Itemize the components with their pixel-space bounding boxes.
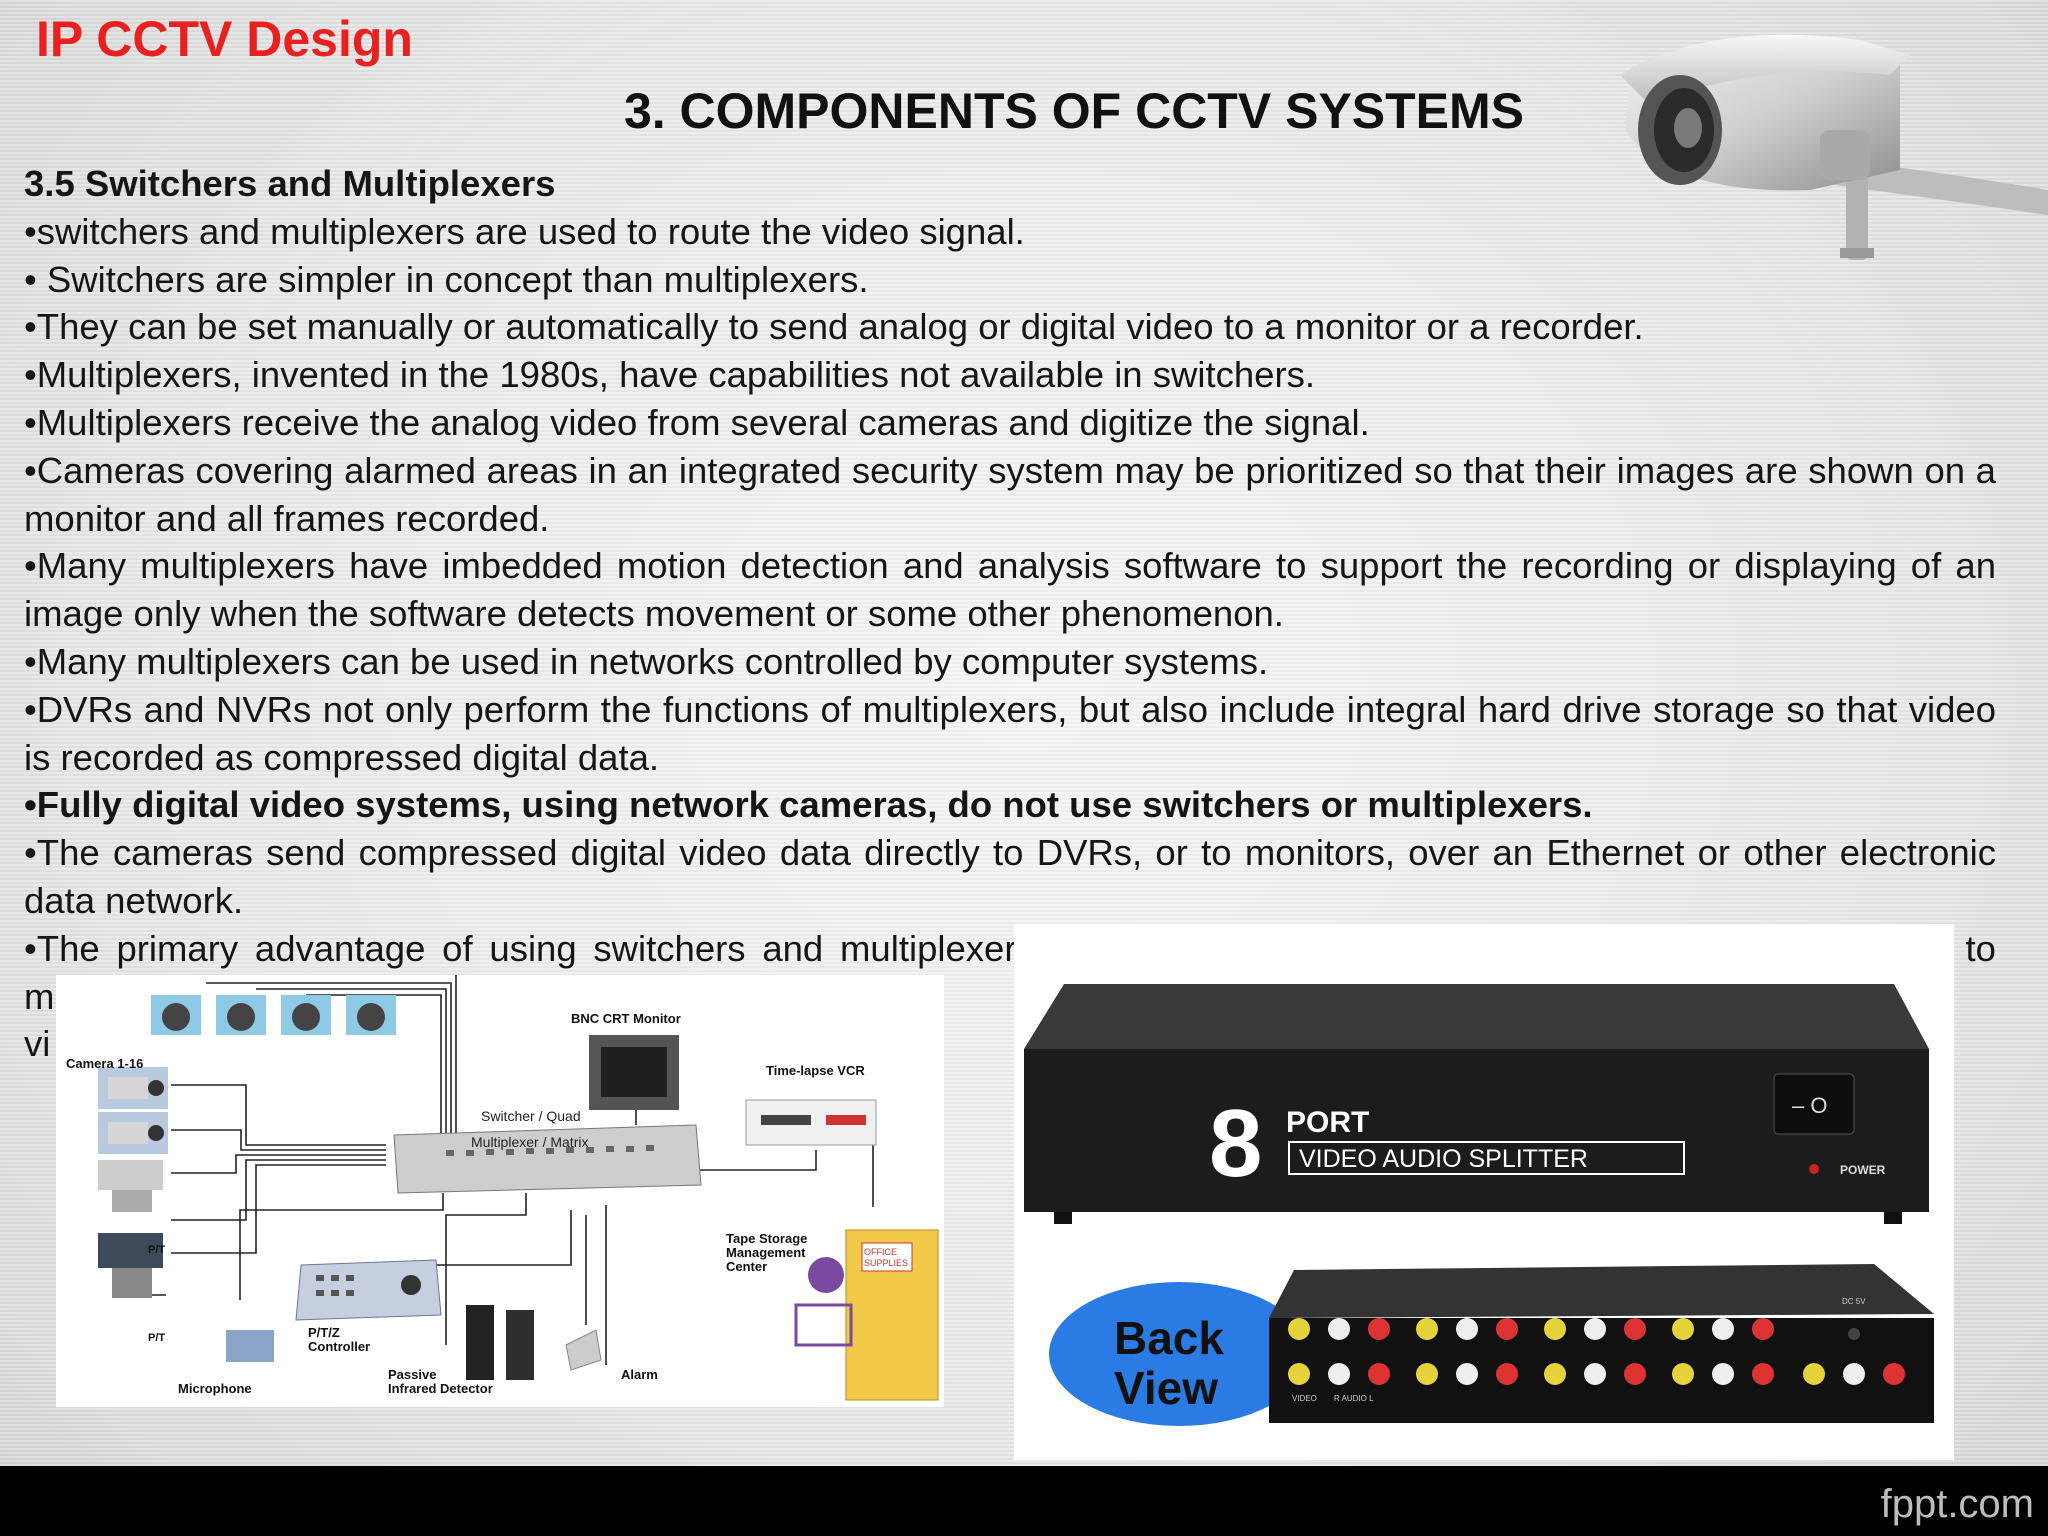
label-alarm: Alarm bbox=[621, 1367, 658, 1382]
switcher-device bbox=[393, 1124, 702, 1194]
back-label-1: Back bbox=[1114, 1312, 1224, 1364]
label-switcher-1: Switcher / Quad bbox=[481, 1108, 581, 1124]
section-heading: 3.5 Switchers and Multiplexers bbox=[24, 163, 556, 204]
label-camera: Camera 1-16 bbox=[66, 1056, 143, 1071]
bullet-item: •Many multiplexers can be used in networ… bbox=[24, 640, 1269, 682]
power-switch: – O bbox=[1792, 1093, 1827, 1118]
label-office-1: OFFICE bbox=[864, 1247, 897, 1257]
bullet-item: •Many multiplexers have imbedded motion … bbox=[24, 545, 1996, 635]
cctv-system-diagram: Camera 1-16 BNC CRT Monitor Time-lapse V… bbox=[56, 972, 944, 1407]
brand-title: IP CCTV Design bbox=[36, 11, 413, 67]
back-port-label-audio: R AUDIO L bbox=[1334, 1394, 1374, 1403]
back-label-2: View bbox=[1114, 1362, 1218, 1414]
alarm-siren-icon bbox=[565, 1329, 602, 1371]
bullet-item: •DVRs and NVRs not only perform the func… bbox=[24, 688, 1996, 778]
dome-cameras bbox=[151, 995, 396, 1035]
splitter-product-image: 8 PORT VIDEO AUDIO SPLITTER – O POWER Ba… bbox=[1014, 924, 1954, 1460]
port-number: 8 bbox=[1209, 1090, 1262, 1197]
footer-bar: fppt.com bbox=[0, 1466, 2048, 1536]
label-pir-1: Passive bbox=[388, 1367, 436, 1382]
slide: IP CCTV Design 3. COMPONENTS OF CCTV SYS… bbox=[0, 0, 2048, 1466]
footer-logo: fppt.com bbox=[1880, 1482, 2034, 1526]
bullet-item: •Multiplexers, invented in the 1980s, ha… bbox=[24, 354, 1315, 396]
bullet-item: •The cameras send compressed digital vid… bbox=[24, 832, 1996, 921]
bullet-item: • Switchers are simpler in concept than … bbox=[24, 258, 869, 300]
bullet-item: •Multiplexers receive the analog video f… bbox=[24, 401, 1370, 443]
label-ptz-1: P/T/Z bbox=[308, 1325, 340, 1340]
bullet-item: vi bbox=[24, 1023, 51, 1065]
pir-detector-icon bbox=[466, 1305, 494, 1380]
bullet-item: •They can be set manually or automatical… bbox=[24, 306, 1644, 348]
label-microphone: Microphone bbox=[178, 1381, 252, 1396]
slide-body: 3.5 Switchers and Multiplexers •switcher… bbox=[24, 160, 1996, 1068]
label-pt-2: P/T bbox=[148, 1332, 165, 1344]
product-name: VIDEO AUDIO SPLITTER bbox=[1299, 1145, 1588, 1173]
rca-ports bbox=[1288, 1318, 1905, 1385]
port-word: PORT bbox=[1286, 1106, 1369, 1139]
label-tape-2: Management bbox=[726, 1245, 806, 1260]
power-label: POWER bbox=[1840, 1163, 1886, 1177]
back-port-label-video: VIDEO bbox=[1292, 1394, 1317, 1403]
back-view-badge bbox=[1049, 1282, 1309, 1426]
bullet-item: •switchers and multiplexers are used to … bbox=[24, 210, 1025, 252]
splitter-drawing: 8 PORT VIDEO AUDIO SPLITTER – O POWER Ba… bbox=[1024, 984, 1934, 1426]
crt-monitor bbox=[589, 1035, 679, 1110]
microphone-icon bbox=[226, 1330, 274, 1362]
tape-storage bbox=[794, 1229, 939, 1401]
vcr-device bbox=[745, 1099, 877, 1146]
label-pir-2: Infrared Detector bbox=[388, 1381, 493, 1396]
label-tape-1: Tape Storage bbox=[726, 1231, 807, 1246]
bullet-item-bold: •Fully digital video systems, using netw… bbox=[24, 784, 1593, 826]
dc-label: DC 5V bbox=[1842, 1297, 1866, 1306]
cctv-camera-icon bbox=[1620, 34, 2048, 260]
label-ptz-2: Controller bbox=[308, 1339, 370, 1354]
label-tape-3: Center bbox=[726, 1259, 767, 1274]
label-pt-1: P/T bbox=[148, 1244, 165, 1256]
label-vcr: Time-lapse VCR bbox=[766, 1063, 865, 1078]
label-switcher-2: Multiplexer / Matrix bbox=[471, 1134, 588, 1150]
label-office-2: SUPPLIES bbox=[864, 1258, 908, 1268]
slide-title: 3. COMPONENTS OF CCTV SYSTEMS bbox=[623, 83, 1525, 139]
diagram-drawing: Camera 1-16 BNC CRT Monitor Time-lapse V… bbox=[66, 972, 939, 1401]
bullet-item: •Cameras covering alarmed areas in an in… bbox=[24, 449, 1996, 539]
label-monitor: BNC CRT Monitor bbox=[571, 1011, 681, 1026]
ptz-controller bbox=[295, 1259, 442, 1321]
box-cameras bbox=[98, 1067, 168, 1298]
